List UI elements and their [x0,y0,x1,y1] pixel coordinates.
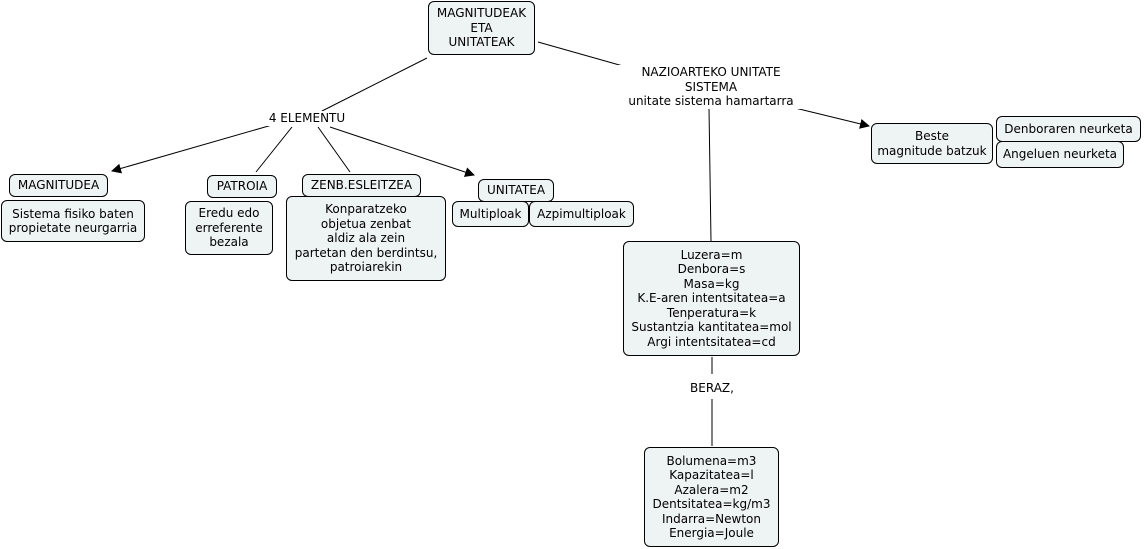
arrow-to-magnitudea [111,124,273,174]
oinarrizko-unitateak-node[interactable]: Luzera=m Denbora=s Masa=kg K.E-aren inte… [623,241,800,356]
zenb-esleitzea-node[interactable]: ZENB.ESLEITZEA [302,174,421,197]
multiploak-node[interactable]: Multiploak [452,201,529,227]
link-root-elementu [321,57,428,112]
arrow-to-unitatea [329,126,475,177]
link-label-nazioarteko: NAZIOARTEKO UNITATE SISTEMA unitate sist… [617,65,805,109]
arrow-to-beste [794,107,870,129]
link-nazio-oinarrizkoak [708,107,712,242]
zenb-esleitzea-definition-node[interactable]: Konparatzeko objetua zenbat aldiz ala ze… [286,196,446,281]
patroia-definition-node[interactable]: Eredu edo erreferente bezala [185,201,273,255]
azpimultiploak-node[interactable]: Azpimultiploak [529,201,634,227]
root-node[interactable]: MAGNITUDEAK ETA UNITATEAK [428,1,535,55]
link-root-nazio [537,41,631,69]
link-label-4-elementu: 4 ELEMENTU [262,111,352,126]
angeluen-neurketa-node[interactable]: Angeluen neurketa [996,141,1124,168]
unitatea-node[interactable]: UNITATEA [478,179,554,202]
magnitudea-definition-node[interactable]: Sistema fisiko baten propietate neurgarr… [1,200,145,242]
beste-magnitude-node[interactable]: Beste magnitude batzuk [871,123,993,164]
link-label-beraz: BERAZ, [682,381,742,396]
patroia-node[interactable]: PATROIA [207,175,277,198]
link-to-patroia [255,126,293,173]
magnitudea-node[interactable]: MAGNITUDEA [9,174,108,197]
link-to-zenb [317,126,351,173]
denboraren-neurketa-node[interactable]: Denboraren neurketa [996,116,1141,142]
eratorritako-unitateak-node[interactable]: Bolumena=m3 Kapazitatea=l Azalera=m2 Den… [644,447,779,547]
